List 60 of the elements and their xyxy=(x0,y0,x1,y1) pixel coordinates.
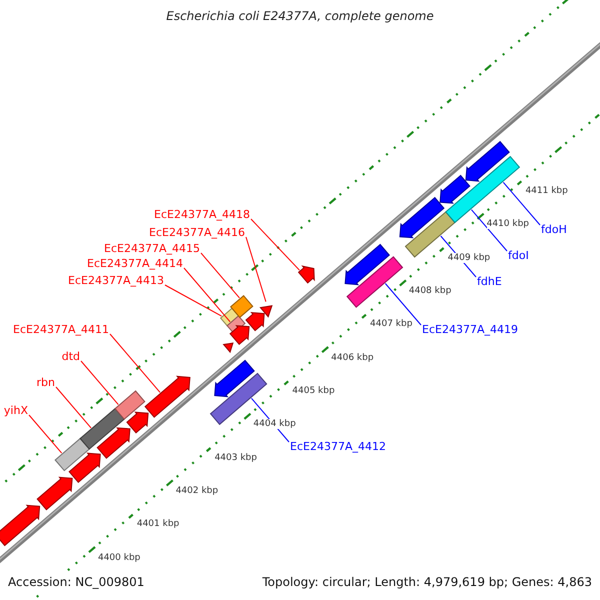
gene-label: yihX xyxy=(4,404,28,417)
leader-line xyxy=(56,386,92,428)
leader-line xyxy=(164,284,222,316)
leader-line xyxy=(502,182,540,226)
scale-label: 4404 kbp xyxy=(253,419,296,430)
gene-bar xyxy=(96,427,130,459)
gene-bar xyxy=(214,360,255,398)
gene-bar xyxy=(344,244,390,286)
gene-label: EcE24377A_4415 xyxy=(104,242,200,255)
gene-bar xyxy=(54,438,90,472)
gene-label: fdhE xyxy=(477,275,502,288)
scale-label: 4411 kbp xyxy=(525,186,568,196)
scale-label: 4406 kbp xyxy=(331,352,374,363)
scale-label: 4410 kbp xyxy=(486,219,529,230)
gene-bar xyxy=(68,452,101,483)
gene-label: EcE24377A_4414 xyxy=(87,257,183,270)
gene-label: EcE24377A_4419 xyxy=(422,323,518,336)
leader-line xyxy=(110,334,161,393)
leader-line xyxy=(80,360,119,406)
leader-line xyxy=(246,236,266,302)
gene-bar xyxy=(229,325,250,345)
gene-bar xyxy=(80,408,125,450)
scale-label: 4409 kbp xyxy=(448,252,490,263)
leader-line xyxy=(384,283,422,326)
gene-label: EcE24377A_4411 xyxy=(13,323,109,336)
leader-line xyxy=(200,252,240,298)
gene-label: EcE24377A_4416 xyxy=(149,226,245,239)
gene-label: EcE24377A_4418 xyxy=(154,208,250,221)
leader-line xyxy=(184,268,231,322)
scale-label: 4401 kbp xyxy=(136,519,180,530)
gene-bar xyxy=(36,476,73,510)
gene-bar xyxy=(465,140,510,182)
gene-label: fdoI xyxy=(508,249,529,262)
title: Escherichia coli E24377A, complete genome xyxy=(165,10,435,23)
scale-label: 4403 kbp xyxy=(214,452,257,463)
gene-bar xyxy=(440,174,470,204)
gene-bar xyxy=(0,504,40,546)
scale-label: 4407 kbp xyxy=(370,319,412,330)
gene-label: EcE24377A_4413 xyxy=(68,274,164,287)
leader-line xyxy=(28,414,62,454)
gene-bar xyxy=(346,256,404,308)
scale-label: 4400 kbp xyxy=(98,552,140,563)
gene-bar xyxy=(399,196,445,238)
gene-bar xyxy=(126,412,149,434)
scale-label: 4408 kbp xyxy=(408,286,452,296)
gene-label: dtd xyxy=(62,350,80,363)
gene-bar xyxy=(259,305,273,318)
scale-label: 4402 kbp xyxy=(176,486,218,496)
gene-label: EcE24377A_4412 xyxy=(290,440,386,453)
scale-label: 4405 kbp xyxy=(292,386,335,396)
gene-bar xyxy=(230,295,254,318)
gene-bar xyxy=(245,312,265,332)
gene-label: fdoH xyxy=(541,223,567,236)
gene-bar xyxy=(298,265,315,284)
gene-bar xyxy=(114,390,146,420)
leader-line xyxy=(470,209,508,252)
gene-bar xyxy=(222,342,234,354)
gene-bar xyxy=(144,376,190,418)
gene-label: rbn xyxy=(36,376,55,389)
leader-line xyxy=(250,218,300,271)
